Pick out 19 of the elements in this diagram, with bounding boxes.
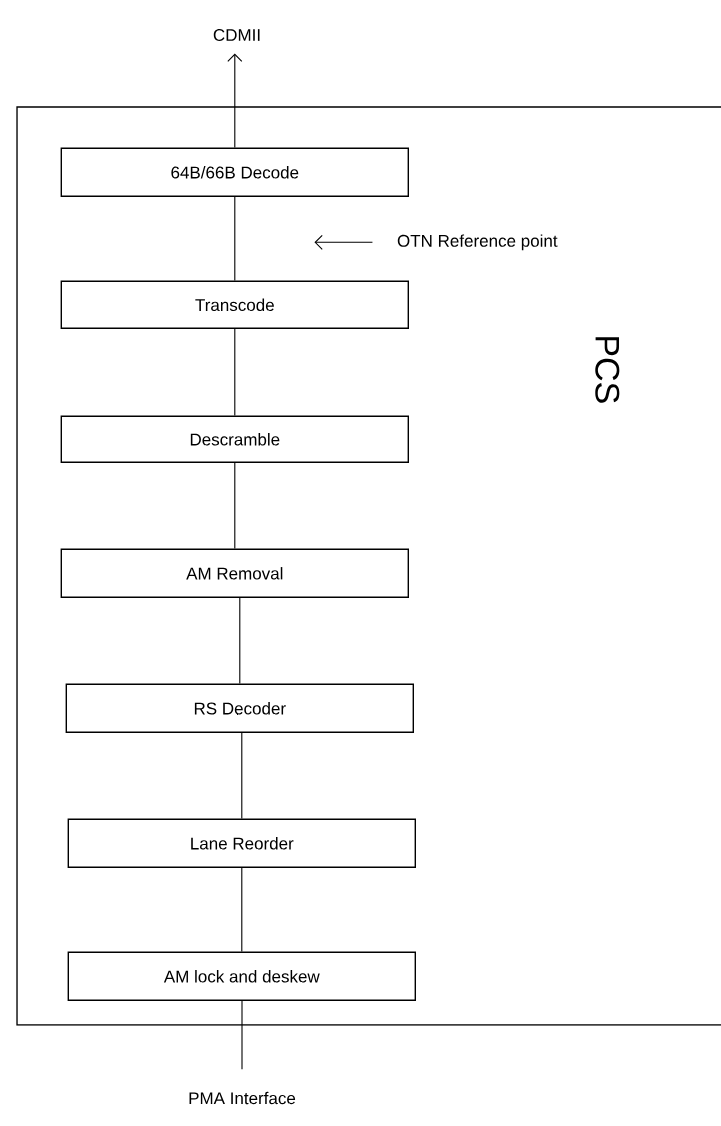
- process-box: AM lock and deskew: [67, 951, 416, 1001]
- bare-label: CDMII: [213, 29, 260, 42]
- connector-line: [239, 597, 241, 685]
- process-box: Descramble: [60, 415, 409, 463]
- process-box: AM Removal: [60, 548, 409, 598]
- arrow: [227, 53, 243, 149]
- connector-line: [234, 462, 236, 550]
- leader-line: [314, 234, 373, 250]
- connector-line: [234, 196, 236, 282]
- process-box: RS Decoder: [65, 683, 414, 733]
- connector-line: [241, 732, 243, 820]
- bare-label: OTN Reference point: [397, 234, 558, 251]
- connector-line: [234, 328, 236, 417]
- bare-label: PMA Interface: [189, 1091, 296, 1105]
- process-box: Lane Reorder: [67, 818, 416, 868]
- connector-line: [241, 867, 243, 953]
- process-box: Transcode: [60, 280, 409, 329]
- process-box: 64B/66B Decode: [60, 147, 409, 197]
- connector-line: [241, 1000, 243, 1070]
